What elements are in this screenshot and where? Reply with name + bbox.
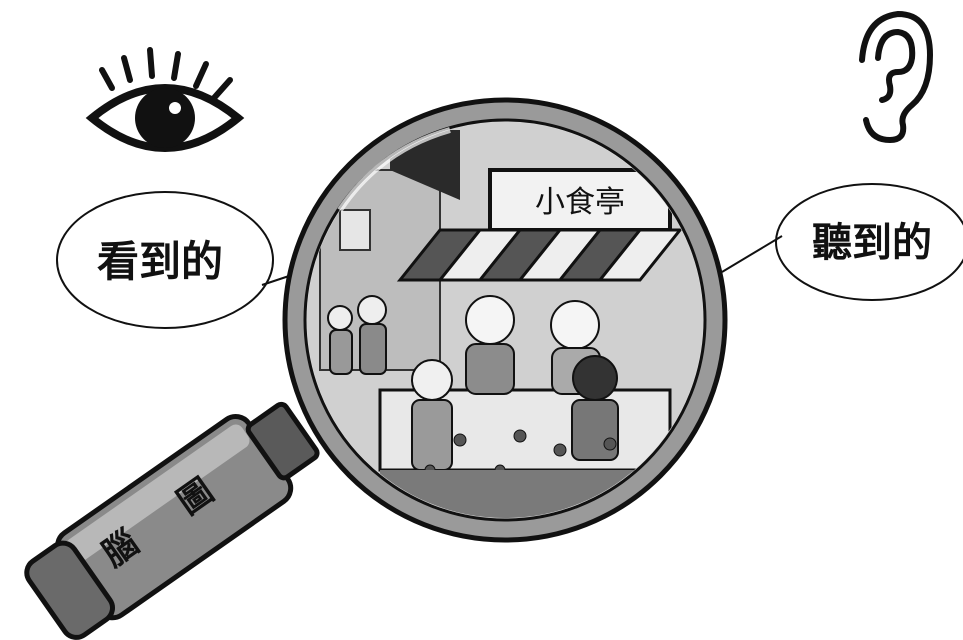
shop-sign: 小食亭 (535, 185, 625, 220)
seen-label: 看到的 (97, 237, 223, 286)
seen-bubble: 看到的 (57, 192, 292, 328)
heard-label: 聽到的 (812, 220, 932, 266)
magnifier-lens: 小食亭 (285, 100, 725, 540)
heard-bubble: 聽到的 (722, 184, 963, 300)
ear-icon (862, 14, 930, 140)
eye-icon (92, 50, 238, 148)
magnifier-handle: 腦 圖 (18, 387, 329, 640)
